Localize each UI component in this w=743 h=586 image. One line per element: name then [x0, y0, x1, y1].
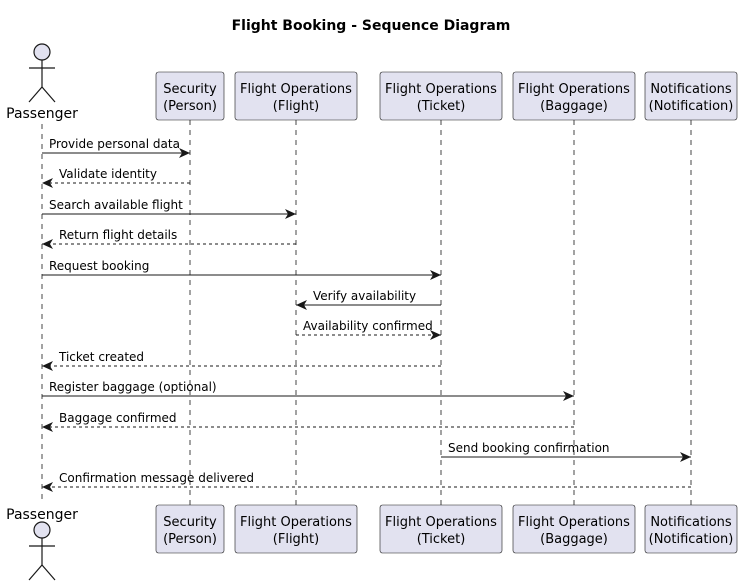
participant-label: (Person) [163, 99, 217, 114]
message-label: Ticket created [58, 350, 144, 364]
message-8: Ticket created [42, 350, 441, 371]
participant-label: (Ticket) [417, 532, 466, 547]
diagram-title: Flight Booking - Sequence Diagram [232, 18, 511, 34]
actor-label: Passenger [6, 507, 78, 523]
message-label: Register baggage (optional) [49, 380, 217, 394]
message-3: Search available flight [42, 198, 296, 219]
message-12: Confirmation message delivered [42, 471, 691, 492]
participant-label: Security [163, 82, 217, 97]
participant-label: Flight Operations [518, 515, 630, 530]
message-label: Request booking [49, 259, 149, 273]
participant-label: (Notification) [649, 532, 734, 547]
participant-flight-bottom: Flight Operations (Flight) [234, 504, 358, 554]
message-label: Send booking confirmation [448, 441, 610, 455]
actor-passenger-bottom: Passenger [6, 507, 78, 581]
message-label: Provide personal data [49, 137, 180, 151]
participant-box [379, 504, 503, 554]
participant-notifications-top: Notifications (Notification) [644, 71, 738, 121]
message-9: Register baggage (optional) [42, 380, 574, 401]
participant-label: Flight Operations [385, 515, 497, 530]
message-2: Validate identity [42, 167, 190, 188]
message-label: Availability confirmed [303, 319, 433, 333]
participant-ticket-top: Flight Operations (Ticket) [379, 71, 503, 121]
message-1: Provide personal data [42, 137, 190, 158]
message-6: Verify availability [296, 289, 441, 310]
message-label: Verify availability [313, 289, 416, 303]
participant-label: Notifications [650, 82, 732, 97]
participant-box [234, 71, 358, 121]
participants-top: Passenger Security (Person) Flight Operatio… [6, 43, 738, 122]
participant-label: (Ticket) [417, 99, 466, 114]
message-label: Search available flight [49, 198, 183, 212]
participant-security-bottom: Security (Person) [155, 504, 225, 554]
participant-label: Notifications [650, 515, 732, 530]
participant-label: (Flight) [273, 99, 319, 114]
participant-baggage-bottom: Flight Operations (Baggage) [512, 504, 636, 554]
participant-label: Flight Operations [240, 82, 352, 97]
participant-label: Flight Operations [240, 515, 352, 530]
message-label: Validate identity [59, 167, 157, 181]
message-label: Baggage confirmed [59, 411, 177, 425]
participant-box [644, 504, 738, 554]
participant-label: Security [163, 515, 217, 530]
participant-box [234, 504, 358, 554]
message-10: Baggage confirmed [42, 411, 574, 432]
participant-label: (Flight) [273, 532, 319, 547]
participant-label: (Baggage) [540, 99, 608, 114]
participant-box [512, 504, 636, 554]
participant-label: (Notification) [649, 99, 734, 114]
message-label: Return flight details [59, 228, 177, 242]
participant-ticket-bottom: Flight Operations (Ticket) [379, 504, 503, 554]
participant-label: (Person) [163, 532, 217, 547]
lifelines [41, 120, 692, 505]
participant-baggage-top: Flight Operations (Baggage) [512, 71, 636, 121]
participant-box [512, 71, 636, 121]
participant-label: Flight Operations [385, 82, 497, 97]
actor-icon [28, 43, 56, 103]
participant-label: Flight Operations [518, 82, 630, 97]
actor-passenger-top: Passenger [6, 43, 78, 122]
participant-box [379, 71, 503, 121]
message-label: Confirmation message delivered [59, 471, 254, 485]
message-7: Availability confirmed [296, 319, 441, 340]
message-4: Return flight details [42, 228, 296, 249]
actor-icon [28, 521, 56, 581]
participant-security-top: Security (Person) [155, 71, 225, 121]
participant-box [155, 504, 225, 554]
message-11: Send booking confirmation [441, 441, 691, 462]
participant-label: (Baggage) [540, 532, 608, 547]
participant-notifications-bottom: Notifications (Notification) [644, 504, 738, 554]
message-5: Request booking [42, 259, 441, 280]
participant-box [644, 71, 738, 121]
participant-box [155, 71, 225, 121]
participant-flight-top: Flight Operations (Flight) [234, 71, 358, 121]
actor-label: Passenger [6, 106, 78, 122]
